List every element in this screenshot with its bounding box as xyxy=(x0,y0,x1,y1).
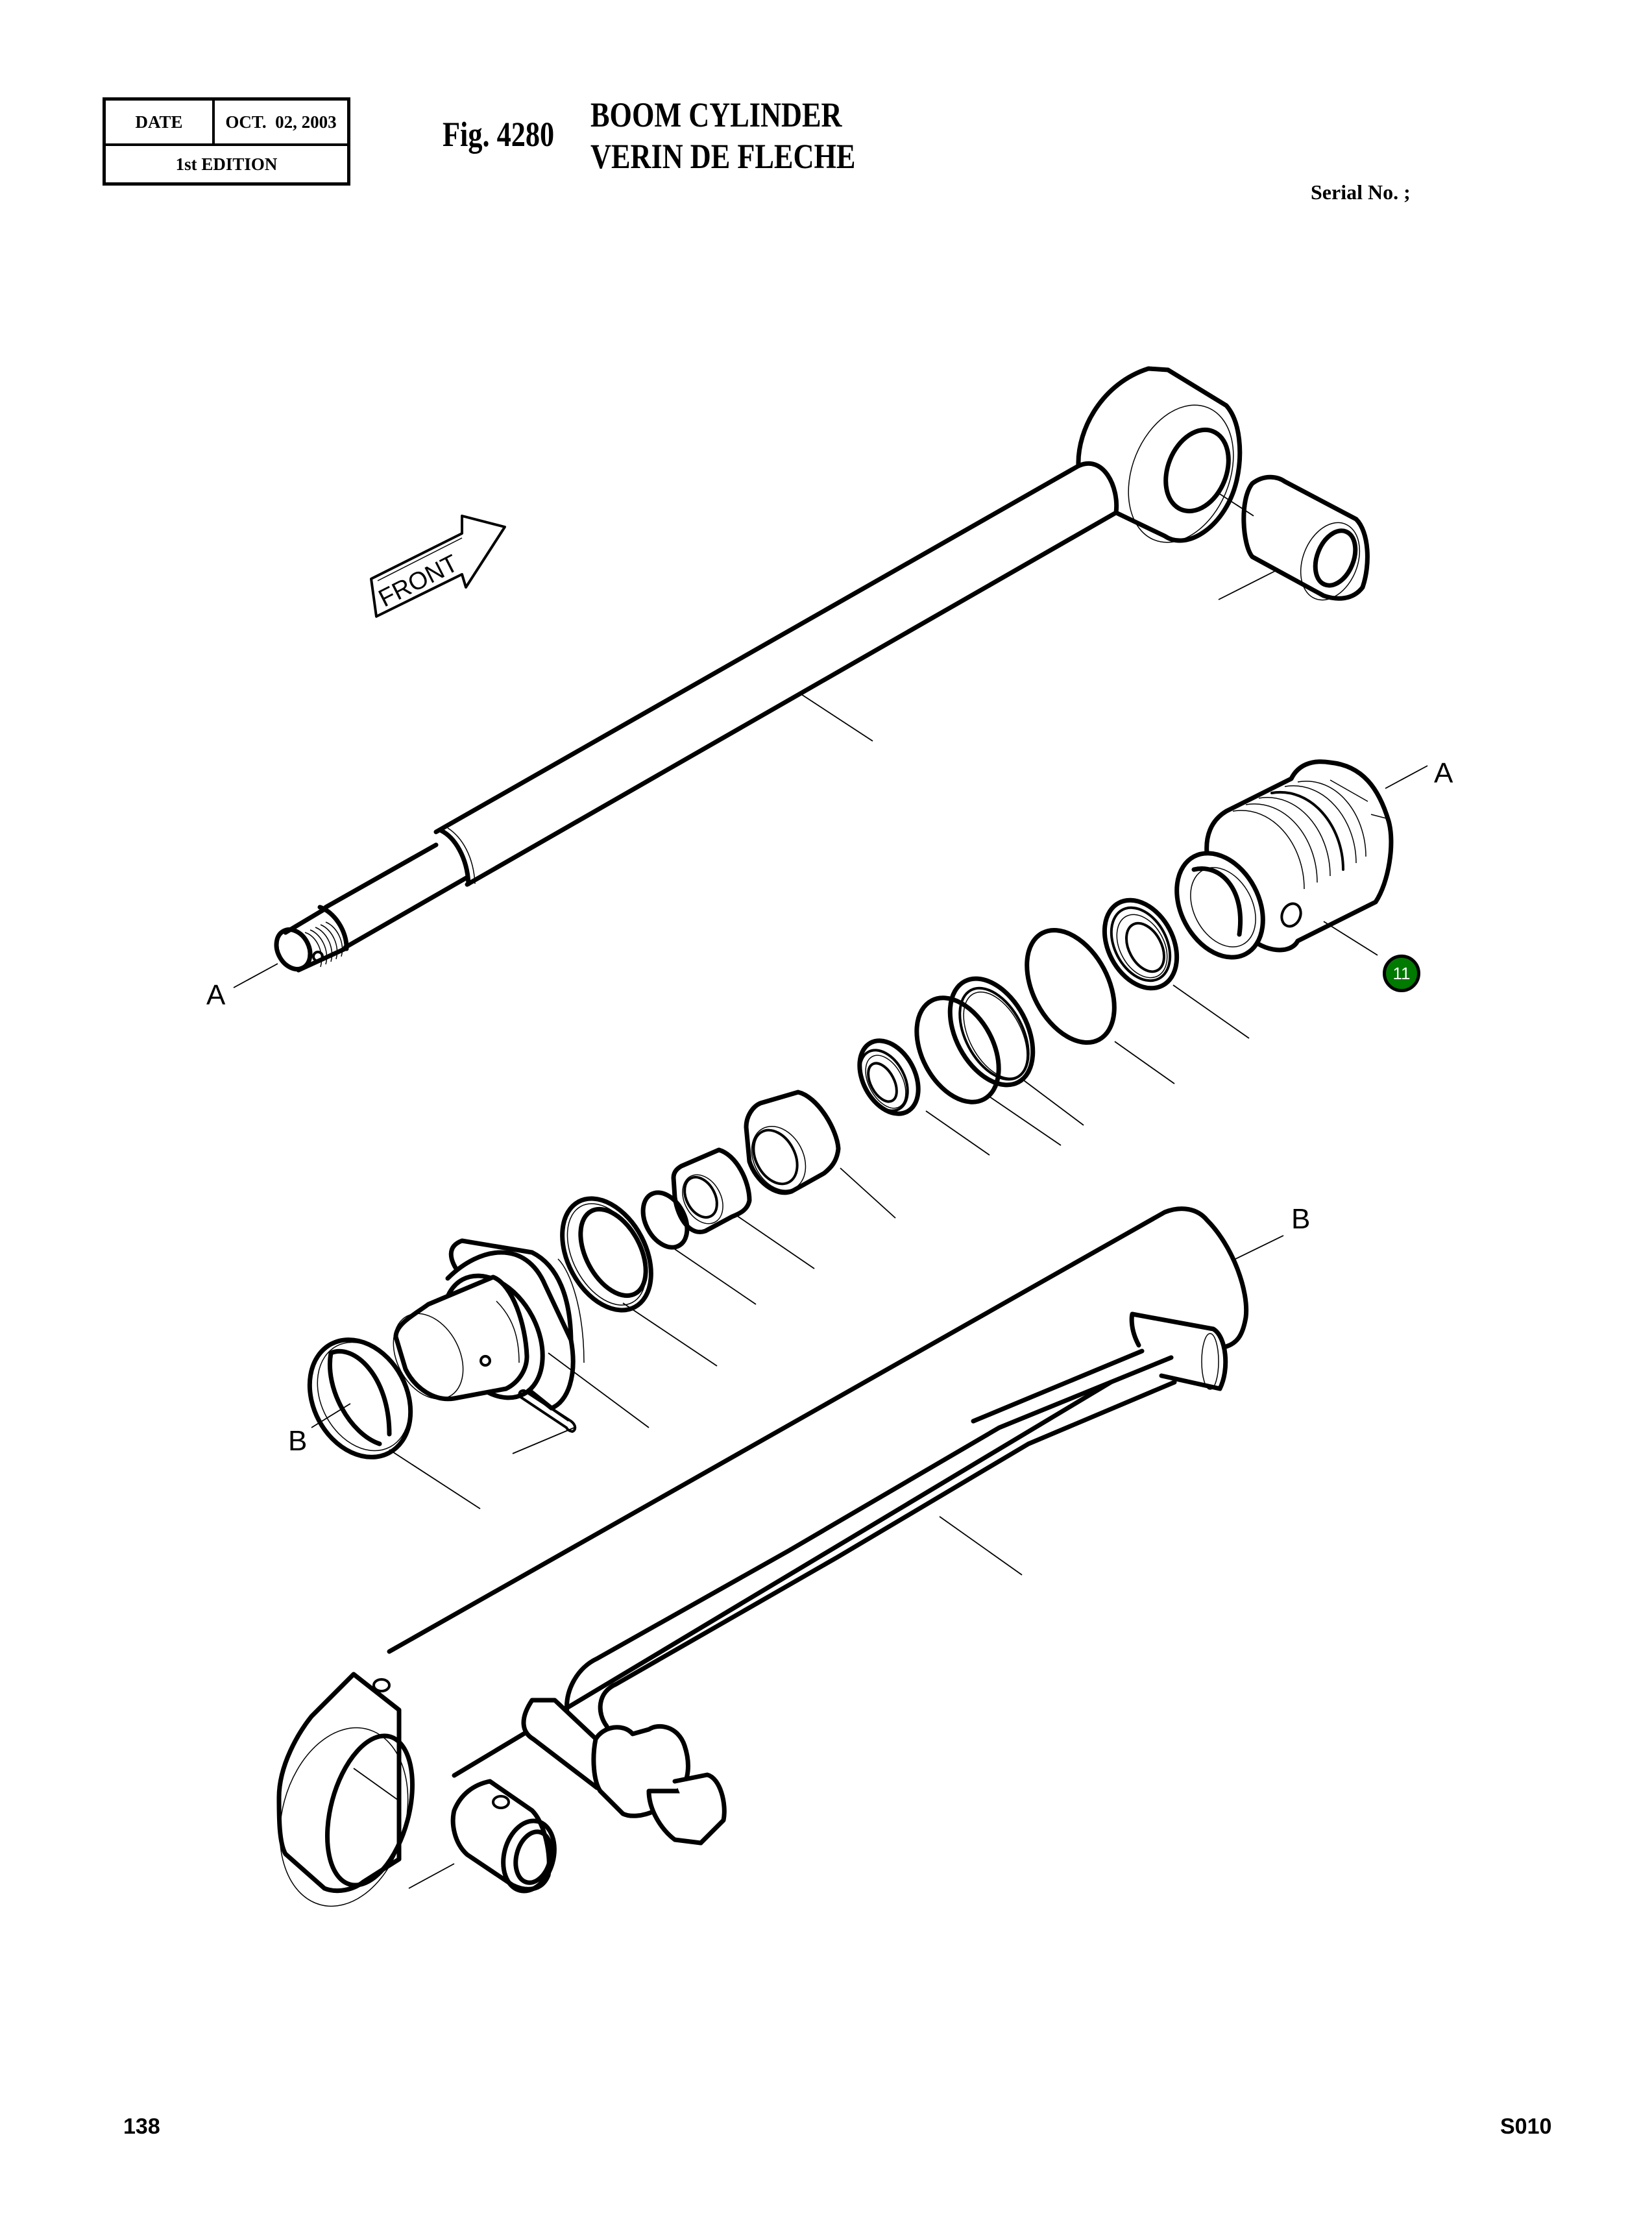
page-title-english: BOOM CYLINDER xyxy=(590,95,842,134)
o-ring-large[interactable] xyxy=(1009,916,1132,1058)
piston-seal-ring[interactable] xyxy=(544,1184,669,1326)
base-bushing[interactable] xyxy=(450,1779,562,1897)
part-callout-11-label: 11 xyxy=(1392,963,1411,983)
date-row: DATE OCT. 02, 2003 xyxy=(106,101,347,146)
o-ring-small[interactable] xyxy=(634,1185,696,1255)
reference-letter-a-rod: A xyxy=(206,979,226,1011)
piston[interactable] xyxy=(380,1238,585,1415)
page-number: 138 xyxy=(123,2114,160,2139)
cylinder-barrel[interactable] xyxy=(261,1206,1249,1921)
date-edition-box: DATE OCT. 02, 2003 1st EDITION xyxy=(103,97,350,186)
reference-letter-a-head: A xyxy=(1434,757,1453,789)
page-title-french: VERIN DE FLECHE xyxy=(590,137,856,176)
rod-seal[interactable] xyxy=(848,1030,930,1124)
wear-ring-b[interactable] xyxy=(290,1322,430,1474)
serial-number-label: Serial No. ; xyxy=(1311,180,1411,204)
backup-ring[interactable] xyxy=(933,964,1050,1099)
rod-eye-bushing[interactable] xyxy=(1241,474,1370,609)
reference-letter-b-ring: B xyxy=(288,1425,307,1457)
leader-lines xyxy=(233,493,1428,1889)
date-value: OCT. 02, 2003 xyxy=(225,112,337,132)
date-label: DATE xyxy=(106,101,215,143)
edition-label: 1st EDITION xyxy=(175,154,278,174)
figure-number: Fig. 4280 xyxy=(443,115,555,154)
section-code: S010 xyxy=(1500,2114,1552,2139)
cylinder-head-part-11[interactable] xyxy=(1160,759,1394,972)
piston-rod[interactable] xyxy=(270,366,1253,975)
reference-letter-b-barrel: B xyxy=(1291,1203,1310,1235)
wiper-seal[interactable] xyxy=(1090,888,1191,1001)
part-callout-11[interactable]: 11 xyxy=(1383,955,1420,992)
roll-pin[interactable] xyxy=(518,1389,577,1433)
front-arrow-icon: FRONT xyxy=(370,515,506,618)
o-ring-medium[interactable] xyxy=(900,984,1015,1116)
hydraulic-tube[interactable] xyxy=(564,1348,1177,1783)
tube-fitting[interactable] xyxy=(521,1698,727,1846)
bushing-large[interactable] xyxy=(741,1090,841,1200)
